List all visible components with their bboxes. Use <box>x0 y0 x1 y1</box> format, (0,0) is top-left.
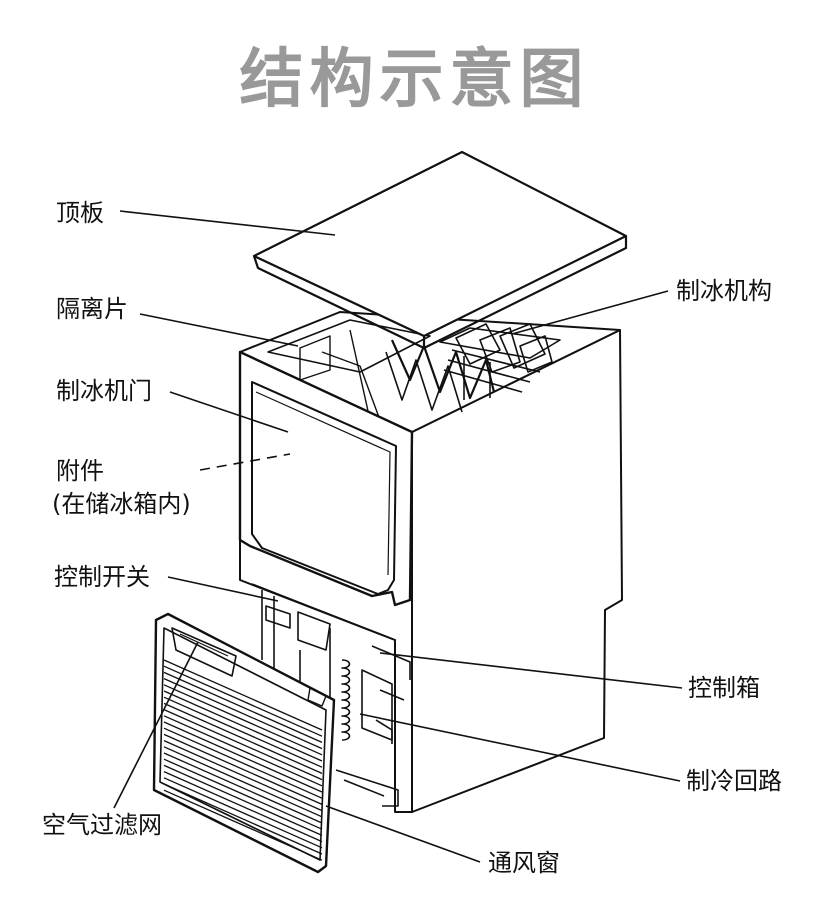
vent-slat <box>163 746 323 818</box>
vent-slat <box>163 678 323 750</box>
label-top-panel: 顶板 <box>56 199 104 227</box>
label-air-filter: 空气过滤网 <box>42 811 162 839</box>
label-accessories-note: (在储冰箱内) <box>52 490 191 518</box>
leader-air-filter <box>113 641 199 809</box>
label-accessories: 附件 <box>56 457 104 485</box>
leader-vent-window <box>325 805 481 863</box>
label-ice-machine-door: 制冰机门 <box>56 377 152 405</box>
top-panel <box>252 150 628 338</box>
vent-slat <box>163 702 323 774</box>
vent-slat <box>163 709 323 781</box>
door-window <box>251 381 397 595</box>
vent-slat <box>163 715 323 787</box>
label-separator: 隔离片 <box>56 295 128 323</box>
ice-mechanism-parts <box>439 323 561 400</box>
leader-control-switch <box>167 576 279 602</box>
vent-slat <box>163 764 323 836</box>
label-control-box: 控制箱 <box>688 674 760 702</box>
vent-slat <box>163 690 323 762</box>
vent-slat <box>163 789 323 861</box>
vent-slat <box>163 659 323 731</box>
vent-slat <box>163 740 323 812</box>
vent-slat <box>163 752 323 824</box>
door-frame <box>238 350 414 607</box>
leader-separator <box>139 313 299 347</box>
label-control-switch: 控制开关 <box>54 563 150 591</box>
diagram-title: 结构示意图 <box>239 43 590 117</box>
vent-slat <box>163 721 323 793</box>
leader-refrigeration-circuit <box>359 713 681 782</box>
label-refrigeration-circuit: 制冷回路 <box>686 767 782 795</box>
vent-slat <box>163 665 323 737</box>
vent-slats <box>163 659 323 861</box>
vent-grille-frame <box>152 612 336 874</box>
vent-slat <box>163 733 323 805</box>
evaporator-zigzag <box>390 339 496 400</box>
leader-door <box>169 391 289 433</box>
label-vent-window: 通风窗 <box>488 849 560 877</box>
vent-slat <box>163 671 323 743</box>
vent-slat <box>163 727 323 799</box>
leader-ice-mechanism <box>511 290 669 335</box>
leader-control-box <box>379 652 683 689</box>
vent-slat <box>163 771 323 843</box>
leader-accessories <box>199 453 291 471</box>
vent-slat <box>163 777 323 849</box>
vent-slat <box>163 684 323 756</box>
label-ice-mechanism: 制冰机构 <box>676 277 772 305</box>
leader-top-panel <box>119 210 336 236</box>
base-rail <box>335 769 399 807</box>
vent-slat <box>163 696 323 768</box>
refrigeration-coil <box>341 659 405 744</box>
vent-slat <box>163 783 323 855</box>
vent-slat <box>163 758 323 830</box>
filter-handle <box>171 627 237 677</box>
